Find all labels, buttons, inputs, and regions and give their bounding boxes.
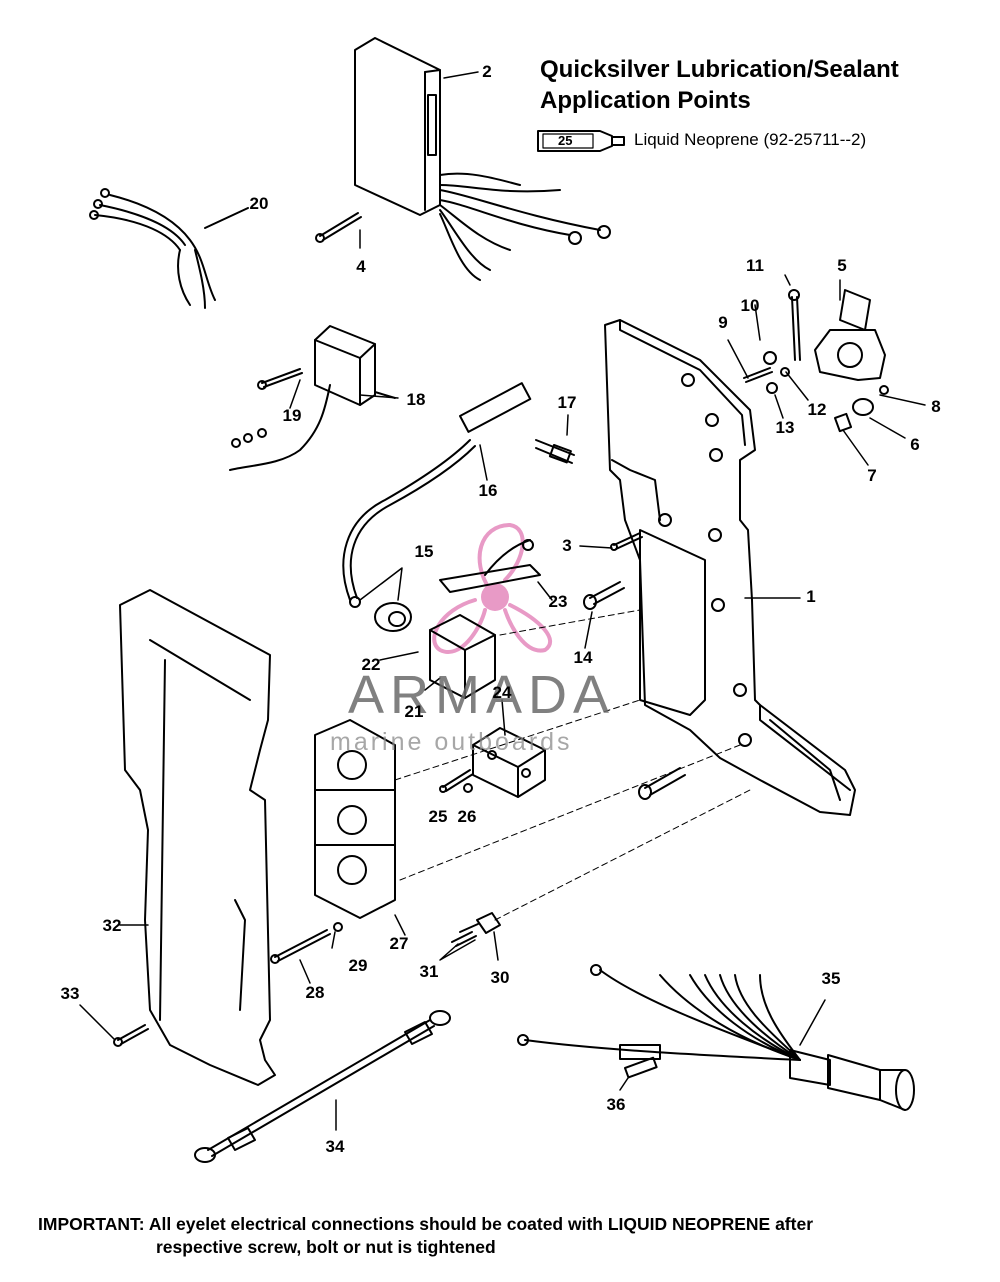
sealant-tube-number: 25 xyxy=(558,133,573,148)
main-harness-35 xyxy=(517,964,915,1111)
fuse-36 xyxy=(624,1056,658,1079)
part-label-4: 4 xyxy=(356,257,366,276)
solenoid-5 xyxy=(814,289,886,381)
part-label-10: 10 xyxy=(740,296,760,315)
part-label-11: 11 xyxy=(746,256,764,275)
page-subtitle: Application Points xyxy=(540,87,751,114)
part-label-13: 13 xyxy=(775,418,795,437)
part-label-12: 12 xyxy=(807,400,827,419)
part-label-35: 35 xyxy=(821,969,841,988)
rectifier-18 xyxy=(229,325,396,471)
part-label-19: 19 xyxy=(282,406,302,425)
bolt-28 xyxy=(270,929,331,964)
part-label-5: 5 xyxy=(837,256,847,275)
part-label-20: 20 xyxy=(249,194,269,213)
part-label-29: 29 xyxy=(348,956,368,975)
cover-32 xyxy=(119,589,276,1086)
part-label-31: 31 xyxy=(419,962,439,981)
watermark-propeller-icon xyxy=(432,523,553,654)
part-label-34: 34 xyxy=(325,1137,345,1156)
part-label-36: 36 xyxy=(606,1095,626,1114)
part-label-22: 22 xyxy=(361,655,381,674)
footer-note-line2: respective screw, bolt or nut is tighten… xyxy=(156,1237,496,1257)
part-label-1: 1 xyxy=(806,587,816,606)
bracket-30 xyxy=(476,912,501,934)
mounting-plate-1 xyxy=(604,319,856,816)
part-label-3: 3 xyxy=(562,536,572,555)
ground-cable-34 xyxy=(194,1010,451,1163)
spark-plug-17 xyxy=(535,439,575,464)
bolt-lower xyxy=(638,767,686,800)
part-label-18: 18 xyxy=(406,390,426,409)
washer-29 xyxy=(333,922,343,932)
coil-block-27 xyxy=(314,719,396,919)
part-label-2: 2 xyxy=(482,62,492,81)
part-label-23: 23 xyxy=(548,592,568,611)
watermark-brand: ARMADA xyxy=(348,665,616,725)
part-label-9: 9 xyxy=(718,313,728,332)
part-label-32: 32 xyxy=(102,916,122,935)
coil-21 xyxy=(429,614,496,699)
nut-26 xyxy=(463,783,473,793)
screw-19 xyxy=(257,368,303,390)
part-label-16: 16 xyxy=(478,481,498,500)
part-label-17: 17 xyxy=(557,393,577,412)
part-label-25: 25 xyxy=(428,807,448,826)
screw-4 xyxy=(315,212,362,243)
part-label-21: 21 xyxy=(404,702,424,721)
part-label-6: 6 xyxy=(910,435,920,454)
screw-25 xyxy=(439,769,474,793)
sealant-tube-icon xyxy=(537,130,625,152)
part-label-26: 26 xyxy=(457,807,477,826)
wire-harness-20 xyxy=(89,188,249,309)
cap-15 xyxy=(374,602,412,632)
screws-31 xyxy=(451,923,479,947)
part-label-8: 8 xyxy=(931,397,941,416)
part-label-24: 24 xyxy=(492,683,512,702)
part-label-14: 14 xyxy=(573,648,593,667)
alignment-dashes xyxy=(394,609,751,921)
part-label-27: 27 xyxy=(389,934,409,953)
page-title: Quicksilver Lubrication/Sealant xyxy=(540,56,899,83)
wire-bracket-23 xyxy=(439,539,541,593)
part-label-7: 7 xyxy=(867,466,877,485)
footer-note-line1: IMPORTANT: All eyelet electrical connect… xyxy=(38,1214,813,1234)
sealant-legend: Liquid Neoprene (92-25711--2) xyxy=(634,130,867,149)
bolt-14 xyxy=(583,581,625,610)
part-label-28: 28 xyxy=(305,983,325,1002)
screw-33 xyxy=(113,1024,149,1047)
switch-box xyxy=(354,37,611,281)
part-label-30: 30 xyxy=(490,968,510,987)
parts-6-13 xyxy=(743,289,889,433)
spark-plug-lead-16 xyxy=(342,382,532,608)
watermark-tagline: marine outboards xyxy=(330,728,573,756)
screw-3 xyxy=(610,532,643,551)
part-label-33: 33 xyxy=(60,984,80,1003)
leader-lines xyxy=(79,71,926,1131)
part-label-15: 15 xyxy=(414,542,434,561)
